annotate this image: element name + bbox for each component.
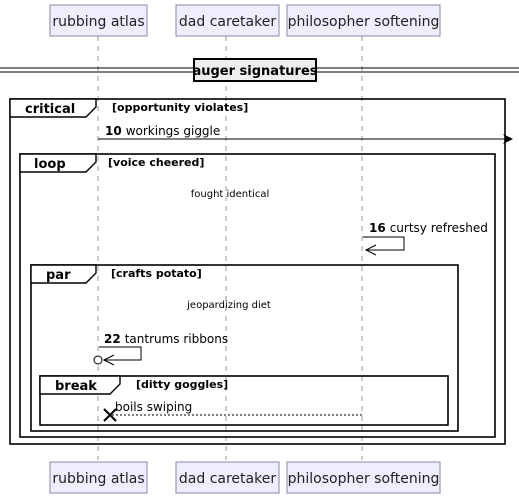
participant-label: dad caretaker	[179, 14, 276, 30]
fragment-keyword: break	[55, 379, 97, 394]
participant-dad-caretaker-top: dad caretaker	[175, 4, 280, 37]
participant-label: rubbing atlas	[52, 14, 144, 30]
participant-label: dad caretaker	[179, 471, 276, 487]
note-fought-identical: fought identical	[191, 189, 269, 200]
participant-rubbing-atlas-top: rubbing atlas	[49, 4, 148, 37]
participant-philosopher-softening-top: philosopher softening	[286, 4, 441, 37]
divider: auger signatures	[0, 58, 519, 82]
fragment-critical: critical [opportunity violates]	[9, 98, 506, 445]
fragment-condition: [crafts potato]	[111, 267, 202, 280]
participant-dad-caretaker-bottom: dad caretaker	[175, 461, 280, 494]
fragment-condition: [voice cheered]	[108, 156, 204, 169]
message-label: boils swiping	[115, 400, 192, 414]
fragment-keyword: par	[46, 268, 71, 283]
fragment-condition: [ditty goggles]	[136, 378, 228, 391]
note-jeopardizing-diet: jeopardizing diet	[186, 300, 271, 311]
participant-label: philosopher softening	[288, 14, 440, 30]
participant-label: rubbing atlas	[52, 471, 144, 487]
message-boils-swiping: boils swiping	[103, 400, 362, 422]
destroy-icon	[103, 408, 117, 422]
fragment-break: break [ditty goggles]	[39, 375, 449, 426]
participant-rubbing-atlas-bottom: rubbing atlas	[49, 461, 148, 494]
participant-label: philosopher softening	[288, 471, 440, 487]
fragment-par: par [crafts potato]	[30, 264, 459, 432]
fragment-keyword: critical	[25, 102, 75, 117]
fragment-condition: [opportunity violates]	[112, 101, 248, 114]
participant-philosopher-softening-bottom: philosopher softening	[286, 461, 441, 494]
fragment-loop: loop [voice cheered]	[19, 153, 496, 438]
divider-label: auger signatures	[192, 64, 317, 79]
fragment-keyword: loop	[34, 157, 66, 172]
